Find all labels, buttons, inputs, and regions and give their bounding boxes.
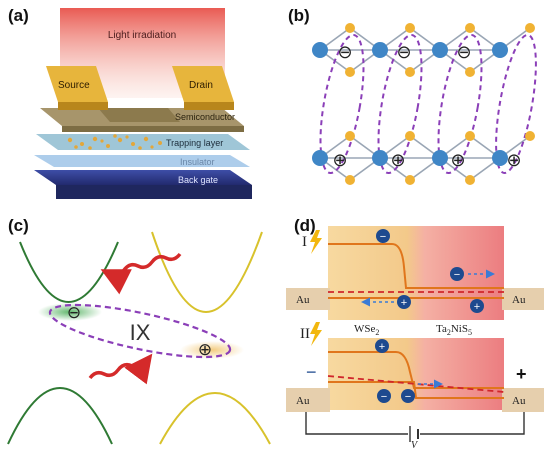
hole-particle-2: + [470,299,484,313]
au-left-label-1: Au [296,294,310,306]
svg-text:+: + [379,341,385,353]
ta2nis5-label: Ta2NiS5 [436,323,472,337]
hole-glow [180,341,244,359]
panel-d-label: (d) [294,216,316,235]
insulator-layer [34,155,250,167]
device-stack-diagram: Light irradiation Back gate Insulator Tr… [34,8,252,199]
ix-label: IX [130,320,151,345]
insulator-label: Insulator [180,157,215,167]
wse2-conduction-band [19,241,119,303]
panel-b-label: (b) [288,6,310,25]
source-label: Source [58,80,90,91]
electron-particle-2: − [450,267,464,281]
valence-band-2 [328,381,504,399]
channel-region [98,108,180,122]
electron-particle-1: − [376,229,390,243]
electron-symbol-2: ⊖ [396,42,411,62]
wse2-valence-band [7,387,113,445]
electron-particle-4: − [401,389,415,403]
hole-particle-1: + [397,295,411,309]
row-i-label: I [302,234,307,250]
hole-symbol-4: ⊕ [506,150,521,170]
back-gate-front [56,185,252,199]
hole-particle-3: + [375,339,389,353]
back-gate-label: Back gate [178,175,218,185]
electron-particle-3: − [377,389,391,403]
au-left-label-2: Au [296,395,310,407]
au-contact-left-1 [286,288,330,310]
wse2-label: WSe2 [354,323,379,337]
au-right-label-1: Au [512,294,526,306]
au-contact-left-2 [286,388,330,412]
conduction-band-1 [328,243,504,289]
electron-symbol: ⊖ [67,303,81,322]
lattice-diagram: ⊖ ⊖ ⊖ ⊕ ⊕ ⊕ ⊕ [312,23,537,185]
interlayer-exciton-ellipse [48,303,232,359]
source-electrode [46,66,108,102]
svg-text:+: + [401,297,407,309]
bias-circuit-wire [305,412,525,435]
svg-text:−: − [380,231,386,243]
electron-symbol-3: ⊖ [456,42,471,62]
drain-electrode-side [184,102,234,110]
row-ii-label: II [300,326,310,342]
drain-electrode [172,66,234,102]
hole-symbol-3: ⊕ [450,150,465,170]
light-irradiation-label: Light irradiation [108,30,176,41]
bottom-chalcogen-atoms [345,131,535,185]
semiconductor-label: Semiconductor [175,112,235,122]
hole-symbol: ⊕ [198,340,212,359]
trapping-layer-label: Trapping layer [166,138,223,148]
lightning-icon-2 [310,322,322,346]
voltage-label: V [411,440,419,448]
hole-symbol-1: ⊕ [332,150,347,170]
trapping-layer [36,134,250,150]
au-contact-right-1 [502,288,544,310]
heterostructure-region-2 [328,338,504,410]
panel-a: (a) Light irradiation Back gate Insulato… [0,0,272,210]
photon-arrow-top [100,252,182,295]
panel-c: (c) ⊖ ⊕ IX [0,212,272,448]
svg-text:−: − [405,391,411,403]
panel-a-label: (a) [8,6,29,25]
electron-glow [38,303,102,321]
top-metal-atoms [312,42,508,58]
trapping-particles [67,134,162,150]
panel-d: (d) I II Au Au − − + + [280,212,550,451]
exciton-ellipses [319,33,537,175]
drain-label: Drain [189,80,213,91]
lightning-icon-1 [310,230,322,254]
positive-terminal: + [516,364,527,384]
tani-valence-band [159,392,271,445]
tani-conduction-band [151,231,263,313]
svg-text:−: − [454,269,460,281]
electron-symbol-1: ⊖ [337,42,352,62]
hole-symbol-2: ⊕ [390,150,405,170]
photon-arrow-bottom [88,353,153,385]
negative-terminal: − [306,362,317,382]
band-alignment-diagram: ⊖ ⊕ IX [7,231,271,445]
svg-text:−: − [381,391,387,403]
band-diagram: I II Au Au − − + + WSe2 Ta2NiS5 Au Au + … [286,226,544,451]
au-right-label-2: Au [512,395,526,407]
conduction-band-2 [328,351,504,389]
svg-text:+: + [474,301,480,313]
bottom-metal-atoms [312,150,508,166]
au-contact-right-2 [502,388,544,412]
back-gate-layer [34,170,252,185]
semiconductor-front [62,126,244,132]
panel-c-label: (c) [8,216,29,235]
top-chalcogen-atoms [345,23,535,77]
source-electrode-side [58,102,108,110]
panel-b: (b) [280,0,550,210]
